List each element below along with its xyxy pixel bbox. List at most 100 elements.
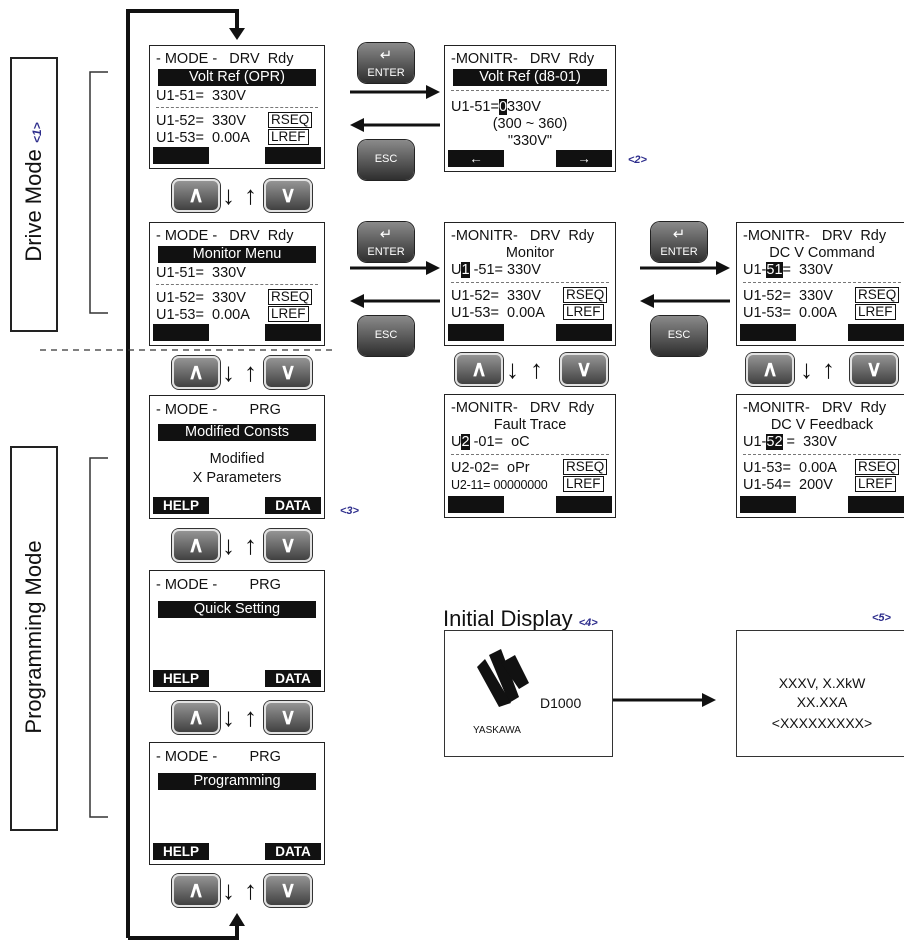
down-button[interactable]: ∨ xyxy=(560,353,608,386)
lref-tag: LREF xyxy=(563,476,604,492)
lcd-range: (300 ~ 360) xyxy=(492,116,568,132)
brand-label: YASKAWA xyxy=(473,725,521,736)
enter-icon: ↵ xyxy=(379,47,393,64)
lcd-drive-volt-ref: - MODE - DRV Rdy Volt Ref (OPR) U1-51= 3… xyxy=(149,45,325,169)
programming-mode-label: Programming Mode xyxy=(21,540,46,734)
up-arrow-icon: ↑ xyxy=(244,875,257,905)
lcd-header: -MONITR- DRV Rdy xyxy=(743,400,887,416)
lcd-monitr-dc-v-feedback: -MONITR- DRV Rdy DC V Feedback U1-52 = 3… xyxy=(736,394,904,518)
soft-key-left[interactable] xyxy=(153,147,209,164)
enter-key[interactable]: ↵ENTER xyxy=(358,222,414,262)
up-button[interactable]: ∧ xyxy=(746,353,794,386)
lcd-header: -MONITR- DRV Rdy xyxy=(451,400,595,416)
lcd-title-bar: Modified Consts xyxy=(158,424,316,441)
enter-icon: ↵ xyxy=(672,226,686,243)
rseq-tag: RSEQ xyxy=(563,459,608,475)
lref-tag: LREF xyxy=(563,304,604,320)
lcd-header: -MONITR- DRV Rdy xyxy=(451,51,595,67)
lcd-line: X Parameters xyxy=(192,470,282,486)
lcd-line: U2-11= 00000000 xyxy=(451,478,548,492)
down-button[interactable]: ∨ xyxy=(264,701,312,734)
up-button[interactable]: ∧ xyxy=(455,353,503,386)
lcd-line: U1-51= 330V xyxy=(156,88,246,104)
data-soft-key[interactable]: DATA xyxy=(265,843,321,860)
lcd-monitr-monitor: -MONITR- DRV Rdy Monitor U1 -51= 330V U1… xyxy=(444,222,616,346)
soft-key-right[interactable] xyxy=(265,147,321,164)
rseq-tag: RSEQ xyxy=(855,459,900,475)
initial-display-logo-screen: D1000 YASKAWA xyxy=(444,630,613,757)
right-arrow-soft-key[interactable]: → xyxy=(556,150,612,167)
rseq-tag: RSEQ xyxy=(268,289,313,305)
initial-display-info-screen: XXXV, X.XkW XX.XXA <XXXXXXXXX> xyxy=(736,630,904,757)
lcd-line: U1-51= 330V xyxy=(156,265,246,281)
up-button[interactable]: ∧ xyxy=(172,356,220,389)
soft-key-right[interactable] xyxy=(265,324,321,341)
up-button[interactable]: ∧ xyxy=(172,529,220,562)
down-button[interactable]: ∨ xyxy=(264,874,312,907)
soft-key-left[interactable] xyxy=(448,324,504,341)
lcd-divider xyxy=(451,454,609,455)
down-button[interactable]: ∨ xyxy=(264,179,312,212)
lcd-title: DC V Command xyxy=(769,245,875,261)
down-button[interactable]: ∨ xyxy=(264,356,312,389)
help-soft-key[interactable]: HELP xyxy=(153,843,209,860)
up-arrow-icon: ↑ xyxy=(244,702,257,732)
up-button[interactable]: ∧ xyxy=(172,179,220,212)
lcd-header: - MODE - DRV Rdy xyxy=(156,51,294,67)
lcd-title: Monitor xyxy=(505,245,555,261)
lref-tag: LREF xyxy=(268,129,309,145)
help-soft-key[interactable]: HELP xyxy=(153,497,209,514)
enter-key[interactable]: ↵ENTER xyxy=(358,43,414,83)
lcd-divider xyxy=(156,107,318,108)
lcd-value-line: U1 -51= 330V xyxy=(451,262,541,278)
data-soft-key[interactable]: DATA xyxy=(265,497,321,514)
up-button[interactable]: ∧ xyxy=(172,701,220,734)
soft-key-right[interactable] xyxy=(556,324,612,341)
down-arrow-icon: ↓ xyxy=(800,354,813,384)
cursor-digit: 2 xyxy=(461,434,470,450)
help-soft-key[interactable]: HELP xyxy=(153,670,209,687)
yaskawa-logo-icon xyxy=(477,649,529,707)
info-line: XXXV, X.XkW xyxy=(778,675,866,691)
soft-key-left[interactable] xyxy=(448,496,504,513)
down-arrow-icon: ↓ xyxy=(222,357,235,387)
soft-key-right[interactable] xyxy=(556,496,612,513)
up-button[interactable]: ∧ xyxy=(172,874,220,907)
data-soft-key[interactable]: DATA xyxy=(265,670,321,687)
soft-key-right[interactable] xyxy=(848,496,904,513)
lcd-title: Fault Trace xyxy=(493,417,567,433)
lcd-header: - MODE - DRV Rdy xyxy=(156,228,294,244)
esc-key[interactable]: ESC xyxy=(358,140,414,180)
programming-mode-box: Programming Mode xyxy=(10,446,58,831)
left-arrow-soft-key[interactable]: ← xyxy=(448,150,504,167)
lcd-value-line: U1-52 = 330V xyxy=(743,434,837,450)
down-button[interactable]: ∨ xyxy=(850,353,898,386)
enter-icon: ↵ xyxy=(379,226,393,243)
soft-key-left[interactable] xyxy=(740,324,796,341)
info-line: <XXXXXXXXX> xyxy=(771,715,873,731)
lcd-divider xyxy=(156,284,318,285)
soft-key-left[interactable] xyxy=(153,324,209,341)
soft-key-left[interactable] xyxy=(740,496,796,513)
lref-tag: LREF xyxy=(268,306,309,322)
lcd-line: U1-53= 0.00A xyxy=(451,305,545,321)
soft-key-right[interactable] xyxy=(848,324,904,341)
lcd-line: U1-53= 0.00A xyxy=(743,460,837,476)
down-arrow-icon: ↓ xyxy=(506,354,519,384)
esc-key[interactable]: ESC xyxy=(358,316,414,356)
enter-key[interactable]: ↵ENTER xyxy=(651,222,707,262)
lcd-prg-programming: - MODE - PRG Programming HELP DATA xyxy=(149,742,325,865)
lcd-divider xyxy=(451,90,609,91)
down-arrow-icon: ↓ xyxy=(222,875,235,905)
down-button[interactable]: ∨ xyxy=(264,529,312,562)
note-5: <5> xyxy=(872,612,891,624)
lcd-header: - MODE - PRG xyxy=(156,402,281,418)
lcd-divider xyxy=(743,454,901,455)
down-arrow-icon: ↓ xyxy=(222,530,235,560)
rseq-tag: RSEQ xyxy=(563,287,608,303)
lcd-header: -MONITR- DRV Rdy xyxy=(451,228,595,244)
lcd-monitr-dc-v-command: -MONITR- DRV Rdy DC V Command U1-51= 330… xyxy=(736,222,904,346)
note-3: <3> xyxy=(340,505,359,517)
esc-key[interactable]: ESC xyxy=(651,316,707,356)
down-arrow-icon: ↓ xyxy=(222,180,235,210)
